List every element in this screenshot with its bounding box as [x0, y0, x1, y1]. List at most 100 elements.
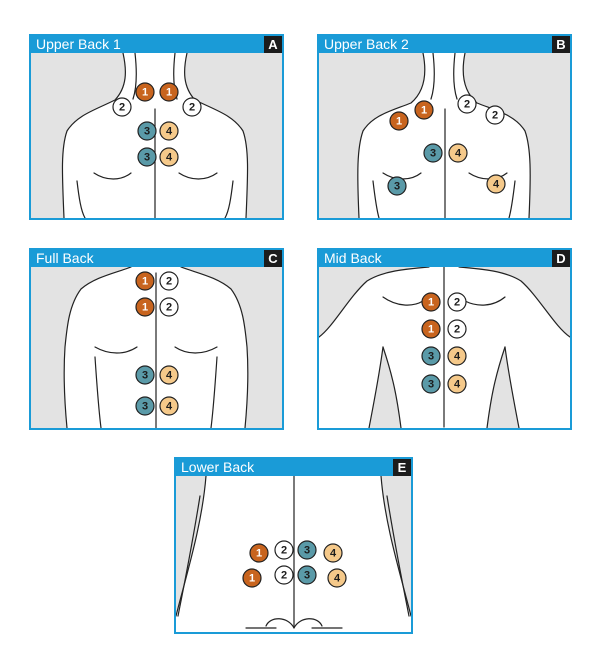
acupoint-marker-4: 4	[447, 374, 467, 394]
acupoint-label: 1	[142, 276, 148, 288]
acupoint-label: 3	[430, 148, 436, 160]
acupoint-circle	[447, 319, 467, 339]
acupoint-circle	[135, 271, 155, 291]
acupoint-marker-1: 1	[135, 271, 155, 291]
acupoint-circle	[159, 297, 179, 317]
acupoint-marker-1: 1	[135, 82, 155, 102]
acupoint-circle	[159, 396, 179, 416]
acupoint-marker-3: 3	[421, 374, 441, 394]
acupoint-circle	[387, 176, 407, 196]
acupoint-marker-4: 4	[159, 121, 179, 141]
acupoint-circle	[135, 365, 155, 385]
acupoint-circle	[159, 365, 179, 385]
acupoint-label: 4	[493, 179, 500, 191]
neck-left-line	[430, 53, 435, 100]
panel-header	[176, 459, 411, 476]
panel-title: Upper Back 1	[36, 36, 121, 52]
acupoint-circle	[447, 346, 467, 366]
acupoint-circle	[135, 396, 155, 416]
acupoint-circle	[159, 271, 179, 291]
acupoint-circle	[159, 147, 179, 167]
panel-header	[319, 250, 570, 267]
acupoint-label: 3	[144, 126, 150, 138]
acupoint-marker-3: 3	[297, 565, 317, 585]
acupoint-label: 1	[396, 116, 402, 128]
acupoint-label: 2	[166, 302, 172, 314]
panel-title: Full Back	[36, 250, 94, 266]
acupoint-label: 4	[166, 126, 173, 138]
acupoint-circle	[448, 143, 468, 163]
acupoint-circle	[112, 97, 132, 117]
acupoint-circle	[242, 568, 262, 588]
acupoint-marker-2: 2	[159, 297, 179, 317]
acupoint-label: 3	[144, 152, 150, 164]
acupoint-label: 1	[421, 105, 427, 117]
acupoint-marker-3: 3	[421, 346, 441, 366]
acupoint-label: 1	[428, 324, 434, 336]
panel-header	[319, 36, 570, 53]
acupoint-circle	[447, 292, 467, 312]
acupoint-circle	[323, 543, 343, 563]
panel-title: Upper Back 2	[324, 36, 409, 52]
acupoint-marker-3: 3	[137, 147, 157, 167]
acupoint-circle	[182, 97, 202, 117]
acupoint-label: 4	[455, 148, 462, 160]
panel-letter-badge: D	[552, 250, 570, 267]
acupoint-label: 1	[428, 297, 434, 309]
acupoint-circle	[327, 568, 347, 588]
acupoint-marker-4: 4	[323, 543, 343, 563]
acupoint-circle	[274, 565, 294, 585]
acupoint-marker-4: 4	[448, 143, 468, 163]
panel-title: Mid Back	[324, 250, 382, 266]
acupoint-circle	[137, 147, 157, 167]
acupoint-marker-2: 2	[112, 97, 132, 117]
acupoint-marker-2: 2	[274, 540, 294, 560]
acupoint-label: 3	[304, 570, 310, 582]
acupoint-label: 2	[119, 102, 125, 114]
acupoint-marker-4: 4	[159, 396, 179, 416]
neck-right-line	[453, 53, 458, 100]
acupoint-label: 3	[428, 379, 434, 391]
acupoint-label: 4	[330, 548, 337, 560]
acupoint-marker-2: 2	[159, 271, 179, 291]
acupoint-label: 4	[454, 379, 461, 391]
acupoint-marker-4: 4	[447, 346, 467, 366]
acupoint-label: 1	[249, 573, 255, 585]
acupoint-circle	[421, 346, 441, 366]
acupoint-label: 2	[281, 570, 287, 582]
acupoint-circle	[249, 543, 269, 563]
acupoint-marker-4: 4	[159, 147, 179, 167]
neck-left-line	[132, 53, 137, 100]
upper-back-2-figure: 1 1 2 2 3 4 3 4	[357, 53, 531, 218]
acupoint-label: 2	[454, 324, 460, 336]
acupoint-label: 2	[464, 99, 470, 111]
acupoint-circle	[486, 174, 506, 194]
acupoint-marker-2: 2	[485, 105, 505, 125]
acupoint-circle	[421, 374, 441, 394]
acupoint-circle	[274, 540, 294, 560]
acupoint-label: 1	[166, 87, 172, 99]
acupoint-label: 4	[334, 573, 341, 585]
acupoint-marker-3: 3	[297, 540, 317, 560]
acupoint-label: 3	[394, 181, 400, 193]
acupoint-circle	[389, 111, 409, 131]
acupoint-label: 4	[166, 401, 173, 413]
acupoint-circle	[423, 143, 443, 163]
acupoint-label: 2	[492, 110, 498, 122]
acupoint-marker-3: 3	[135, 365, 155, 385]
points-layer: 1 1 2 2 3 4 3 4	[387, 94, 506, 196]
acupoint-marker-4: 4	[159, 365, 179, 385]
acupoint-label: 4	[454, 351, 461, 363]
acupoint-circle	[297, 565, 317, 585]
acupoint-marker-4: 4	[327, 568, 347, 588]
